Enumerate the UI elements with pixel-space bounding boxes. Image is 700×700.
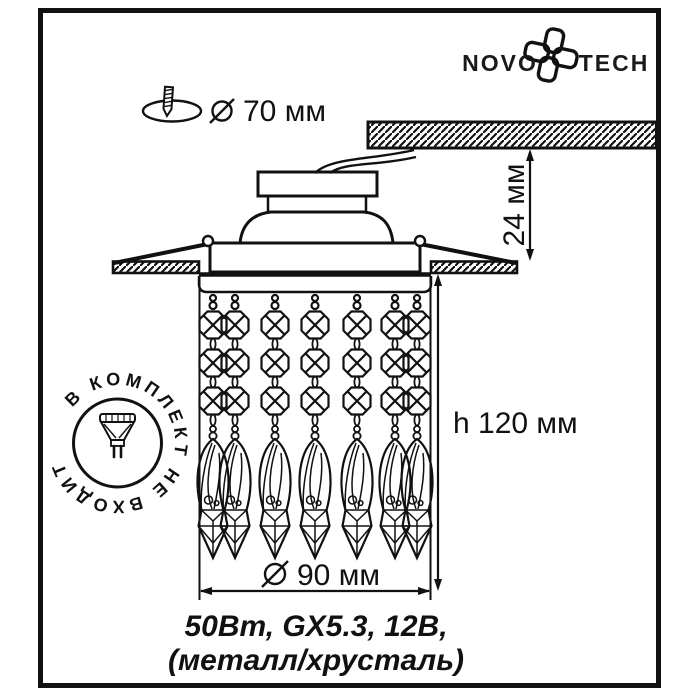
body-diameter-value: 90 мм (297, 559, 380, 592)
spec-line-1: 50Вт, GX5.3, 12В, (184, 610, 447, 643)
pendant-drop (400, 431, 434, 561)
pendant-drop (340, 431, 374, 561)
stamp-circle (72, 397, 163, 489)
arrow-up-icon (434, 274, 442, 286)
trim-ring-assembly (111, 234, 519, 294)
cutout-diameter-value: 70 мм (243, 95, 326, 128)
crystal-holder-band (197, 276, 433, 294)
spring-clip-left (113, 242, 209, 265)
dimension-body-diameter: 90 мм (199, 559, 431, 595)
terminal-block (256, 170, 379, 198)
clip-pivot-right (413, 234, 427, 248)
ceiling-section (366, 120, 658, 150)
pendant-drop (298, 431, 332, 561)
clip-pivot-left (201, 234, 215, 248)
ceiling-strip-right (429, 260, 519, 275)
pendant-drop (196, 431, 230, 561)
cutout-hole-label: 70 мм (141, 85, 326, 128)
dimension-overall-height: h 120 мм (198, 274, 578, 600)
diameter-icon (261, 560, 289, 588)
diameter-icon (209, 98, 235, 124)
lamp-not-included-stamp: В КОМПЛЕКТ НЕ ВХОДИТ (47, 369, 192, 517)
spec-line-2: (металл/хрусталь) (168, 644, 464, 677)
pendant-drop (258, 431, 292, 561)
arrow-down-icon (434, 579, 442, 591)
mr16-lamp-icon (99, 413, 136, 459)
overall-height-value: h 120 мм (453, 407, 578, 440)
pendant-drop (218, 431, 252, 561)
housing-neck (266, 194, 368, 214)
crystal-strand (258, 293, 292, 561)
housing-dome (238, 210, 395, 244)
spring-clip-right (419, 242, 517, 265)
dimension-recess-depth: 24 мм (498, 149, 534, 261)
arrow-up-icon (526, 149, 534, 161)
trim-ring (208, 241, 422, 274)
pinwheel-flower-icon (523, 27, 579, 83)
ceiling-strip-left (111, 260, 201, 275)
crystal-strand (340, 293, 374, 561)
recess-depth-value: 24 мм (498, 164, 531, 247)
spec-caption: 50Вт, GX5.3, 12В, (металл/хрусталь) (168, 610, 464, 677)
crystal-strand (196, 293, 230, 561)
crystal-strand (218, 293, 252, 561)
screw-icon (162, 85, 175, 118)
lamp-housing (238, 170, 395, 244)
stamp-circular-text: В КОМПЛЕКТ НЕ ВХОДИТ (47, 369, 192, 517)
arrow-down-icon (526, 249, 534, 261)
page-border (38, 8, 661, 688)
arrow-right-icon (418, 587, 431, 595)
arrow-left-icon (199, 587, 212, 595)
crystal-strands (196, 293, 434, 561)
logo-text-right: TECH (579, 50, 650, 76)
crystal-strand (400, 293, 434, 561)
supply-wire (314, 148, 417, 174)
crystal-strand (298, 293, 332, 561)
novotech-logo: NOVO TECH (462, 27, 650, 83)
